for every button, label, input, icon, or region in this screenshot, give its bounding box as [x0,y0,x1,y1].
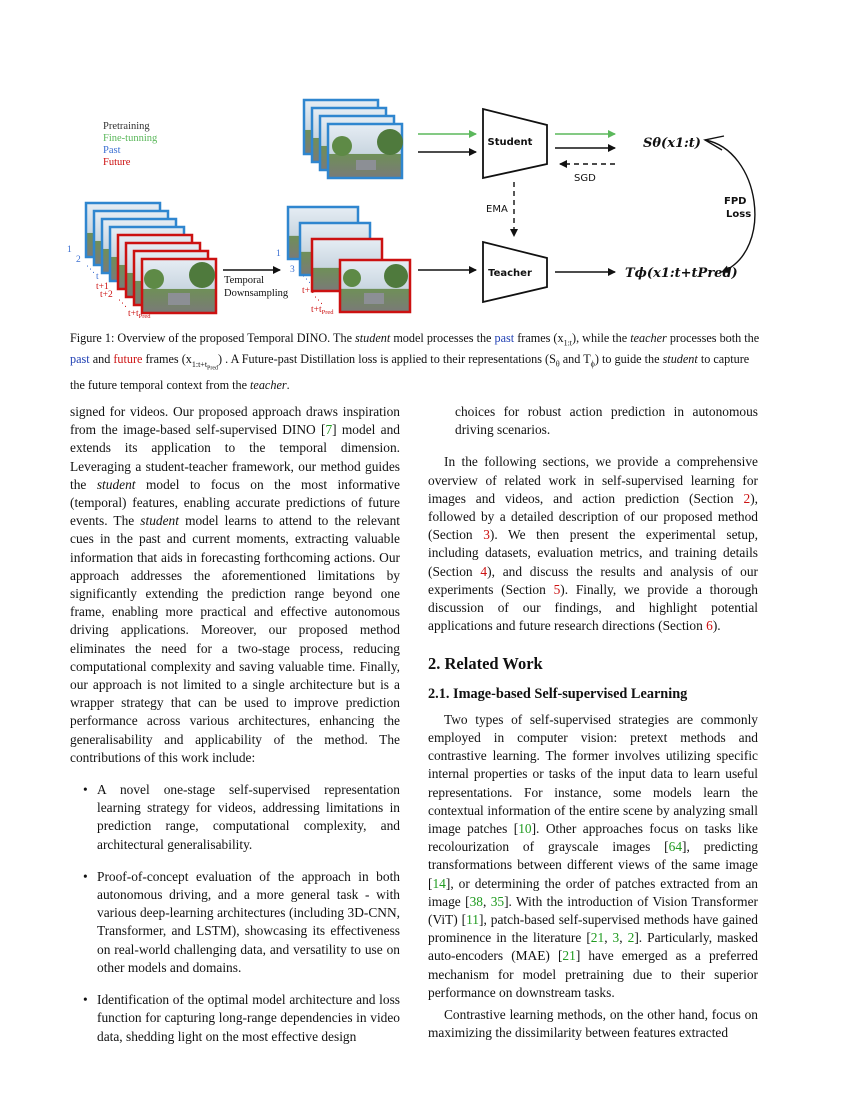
ema-label: EMA [486,204,508,215]
citation-link[interactable]: 11 [466,912,480,928]
section-link[interactable]: 6 [706,618,713,634]
student-frame-stack [302,98,404,180]
sgd-label: SGD [574,173,596,184]
ds-label-1: 1 [276,249,281,259]
subsection-heading: 2.1. Image-based Self-supervised Learnin… [428,685,688,702]
intro-paragraph: signed for videos. Our proposed approach… [70,404,401,765]
input-frame-stack [84,201,218,315]
ds-label-tpred-sub: Pred [322,309,335,316]
continued-list-text: choices for robust action prediction in … [455,404,758,438]
section-link[interactable]: 3 [483,527,490,543]
citation-link[interactable]: 35 [490,893,505,909]
list-item: Identification of the optimal model arch… [83,991,400,1046]
frame-label-tpred: t+tPred [128,309,151,320]
ds-label-dots2: ⋱ [314,296,323,306]
loss-label: Loss [726,209,751,220]
student-output: Sθ(x1:t) [643,136,701,151]
list-item: A novel one-stage self-supervised repres… [83,781,400,854]
contributions-list: A novel one-stage self-supervised repres… [70,781,400,1046]
left-column: signed for videos. Our proposed approach… [70,403,400,1060]
teacher-output: Tϕ(x1:t+tPred) [625,266,738,281]
teacher-encoder [482,240,548,304]
frame-label-tpred-sub: Pred [139,313,152,320]
fpd-label: FPD [724,196,746,207]
list-item: Proof-of-concept evaluation of the appro… [83,868,400,977]
legend-pretraining: Pretraining [103,121,150,132]
figure-caption: Figure 1: Overview of the proposed Tempo… [70,331,760,393]
citation-link[interactable]: 10 [518,821,532,837]
citation-link[interactable]: 3 [612,930,620,946]
citation-link[interactable]: 2 [627,930,635,946]
citation-link[interactable]: 14 [432,875,446,891]
frame-label-2: 2 [76,255,81,265]
frame-label-dots2: ⋱ [118,299,127,309]
contrastive-paragraph: Contrastive learning methods, on the oth… [428,1007,758,1041]
section-link[interactable]: 4 [480,563,488,579]
citation-link[interactable]: 21 [590,930,605,946]
frame-label-t1: t+1 [96,282,109,292]
legend-past: Past [103,145,121,156]
legend-future: Future [103,157,131,168]
citation-link[interactable]: 64 [668,839,683,855]
ds-label-3: 3 [290,265,295,275]
student-label: Student [488,137,533,148]
legend-finetuning: Fine-tunning [103,133,158,144]
section-link[interactable]: 2 [743,490,751,506]
related-work-paragraph: Two types of self-supervised strategies … [428,711,759,1000]
frame-label-1: 1 [67,245,72,255]
student-encoder [482,107,548,180]
right-column: choices for robust action prediction in … [428,403,758,1043]
outline-paragraph: In the following sections, we provide a … [428,454,759,634]
citation-link[interactable]: 38 [469,893,483,909]
fpd-loss-curve-head [703,135,725,151]
downsampling-label-1: Temporal [224,275,264,286]
ds-label-t1: t+1 [302,286,315,296]
downsampled-frame-stack [286,205,412,314]
temporal-dino-figure: Pretraining Fine-tunning Past Future 1 2… [67,98,756,320]
ds-label-tpred: t+tPred [311,305,334,316]
frame-label-t: t [96,272,99,282]
section-heading: 2. Related Work [428,654,543,674]
teacher-label: Teacher [488,268,532,279]
citation-link[interactable]: 21 [562,948,576,964]
frame-label-t2: t+2 [100,290,113,300]
downsampling-label-2: Downsampling [224,288,289,299]
fpd-loss-curve [704,139,756,273]
frame-label-dots: ⋱ [86,265,95,275]
ds-label-dots: ⋱ [302,275,311,285]
citation-link[interactable]: 7 [325,422,333,438]
section-link[interactable]: 5 [553,581,561,597]
